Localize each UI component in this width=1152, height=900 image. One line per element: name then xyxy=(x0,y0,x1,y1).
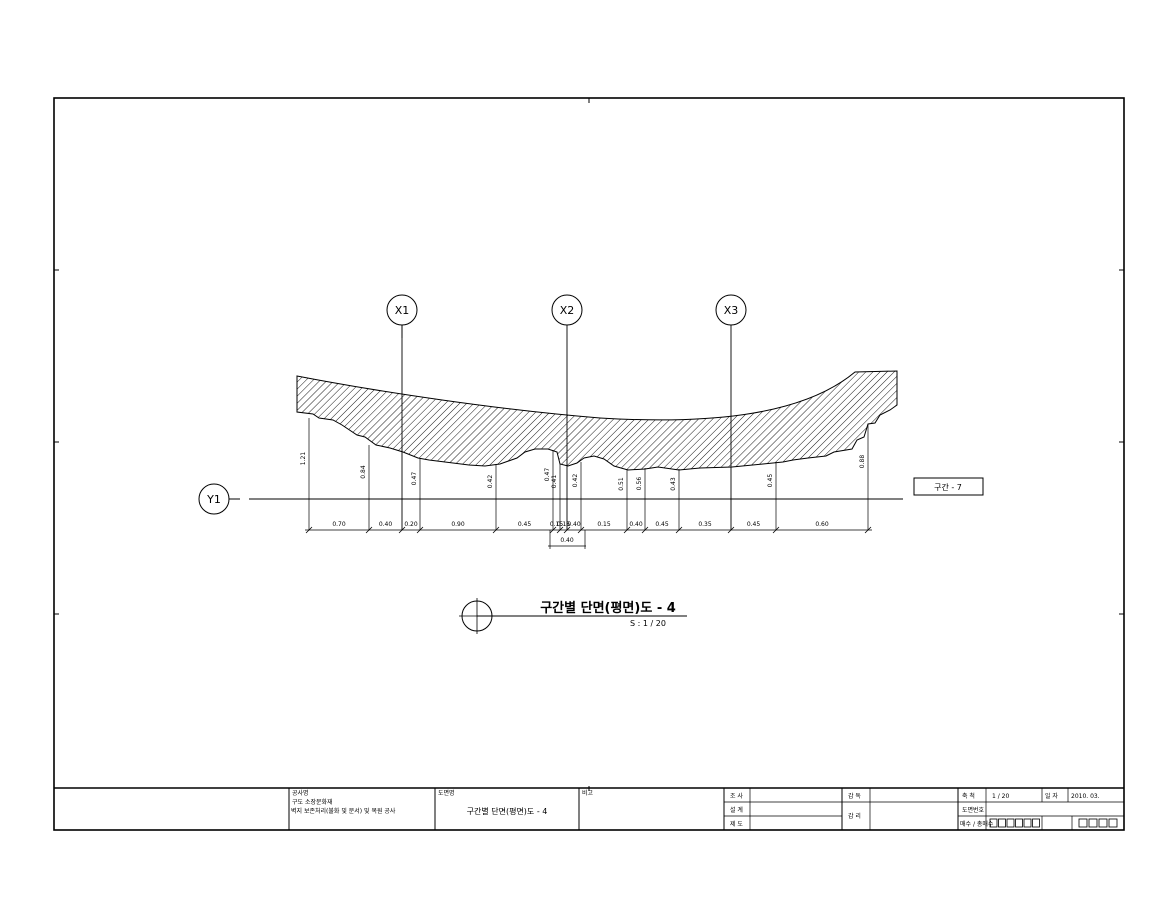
title-block-text: 공사명 구도 소장문화재 벽지 보존처리(불화 및 문서) 및 복원 공사 도면… xyxy=(291,789,1100,828)
width-label: 0.45 xyxy=(655,521,669,528)
project-name-1: 구도 소장문화재 xyxy=(292,798,333,806)
measure-lines xyxy=(308,418,869,530)
drawing-name: 구간별 단면(평면)도 - 4 xyxy=(467,806,548,816)
width-label: 0.20 xyxy=(404,521,418,528)
approval-sign: 감 리 xyxy=(848,812,861,820)
height-label: 0.42 xyxy=(487,475,494,489)
width-label: 0.15 xyxy=(597,521,611,528)
section-hatch xyxy=(296,370,898,471)
height-label: 0.51 xyxy=(618,477,625,491)
dimension-tick xyxy=(549,526,557,534)
date-caption: 일 자 xyxy=(1045,792,1058,800)
dimension-tick xyxy=(772,526,780,534)
svg-text:X2: X2 xyxy=(560,304,575,317)
drawing-title-block: 구간별 단면(평면)도 - 4 S : 1 / 20 xyxy=(459,598,687,634)
number-cell xyxy=(998,818,1006,828)
width-label: 0.35 xyxy=(698,521,712,528)
width-label: 0.15 xyxy=(550,521,564,528)
sheet-cell xyxy=(1108,818,1118,828)
dimension-tick xyxy=(727,526,735,534)
frame-ticks xyxy=(54,98,1124,791)
sheet-caption: 매수 / 총매수 xyxy=(960,820,994,828)
width-label: 0.40 xyxy=(379,521,393,528)
section-tag: 구간 - 7 xyxy=(913,477,984,496)
width-label: 0.70 xyxy=(332,521,346,528)
dimension-tick xyxy=(492,526,500,534)
dimension-tick xyxy=(305,526,313,534)
width-label: 0.60 xyxy=(815,521,829,528)
drawing-caption: 도면명 xyxy=(438,789,455,797)
number-cell xyxy=(1032,818,1040,828)
width-label: 0.40 xyxy=(567,521,581,528)
height-label: 0.56 xyxy=(636,477,643,491)
dimension-tick xyxy=(398,526,406,534)
number-cell xyxy=(1023,818,1032,828)
width-label: 0.45 xyxy=(747,521,761,528)
role-design: 설 계 xyxy=(730,806,743,814)
sub-dimension: 0.40 xyxy=(548,530,586,549)
width-label: 0.15 xyxy=(557,521,571,528)
role-survey: 조 사 xyxy=(730,792,743,800)
drawing-scale: S : 1 / 20 xyxy=(630,619,666,628)
remarks-caption: 비고 xyxy=(582,789,594,797)
svg-text:X1: X1 xyxy=(395,304,410,317)
axis-x3: X3 xyxy=(715,294,747,530)
axis-y1: Y1 xyxy=(198,483,903,515)
number-cell xyxy=(989,818,998,828)
height-label: 0.88 xyxy=(859,455,866,469)
approval-caption: 감 독 xyxy=(848,793,861,800)
number-cell xyxy=(1006,818,1015,828)
role-draft: 제 도 xyxy=(730,820,743,828)
dimension-tick xyxy=(563,526,571,534)
project-caption: 공사명 xyxy=(292,789,309,797)
sheet-cell xyxy=(1098,818,1108,828)
svg-text:구간 - 7: 구간 - 7 xyxy=(934,482,962,492)
height-label: 0.47 xyxy=(544,468,551,482)
drawing-title: 구간별 단면(평면)도 - 4 xyxy=(540,600,676,616)
svg-text:Y1: Y1 xyxy=(206,493,221,506)
axis-x2: X2 xyxy=(551,294,583,530)
height-label: 0.45 xyxy=(767,474,774,488)
width-label: 0.45 xyxy=(518,521,532,528)
height-label: 0.47 xyxy=(411,472,418,486)
number-cell xyxy=(1015,818,1023,828)
sheet-cell xyxy=(1088,818,1098,828)
height-label: 0.42 xyxy=(572,474,579,488)
dimension-tick xyxy=(416,526,424,534)
dimension-tick xyxy=(365,526,373,534)
height-label: 0.43 xyxy=(670,477,677,491)
sheet-frame xyxy=(53,97,1125,831)
dimension-tick xyxy=(641,526,649,534)
dimension-tick xyxy=(623,526,631,534)
width-label: 0.90 xyxy=(451,521,465,528)
svg-text:0.40: 0.40 xyxy=(560,537,574,544)
dimension-tick xyxy=(556,526,564,534)
width-label: 0.40 xyxy=(629,521,643,528)
dimension-tick xyxy=(864,526,872,534)
svg-text:X3: X3 xyxy=(724,304,739,317)
dimension-tick xyxy=(577,526,585,534)
axis-x1: X1 xyxy=(386,294,418,530)
project-name-2: 벽지 보존처리(불화 및 문서) 및 복원 공사 xyxy=(291,807,396,815)
height-label: 0.84 xyxy=(360,465,367,479)
sheet-cell xyxy=(1078,818,1088,828)
scale-value: 1 / 20 xyxy=(992,793,1009,800)
dimension-tick xyxy=(675,526,683,534)
date-value: 2010. 03. xyxy=(1071,793,1100,800)
title-block xyxy=(54,787,1124,830)
height-label: 0.41 xyxy=(551,475,558,489)
height-label: 1.21 xyxy=(300,452,307,466)
scale-caption: 축 척 xyxy=(962,792,975,800)
number-caption: 도면번호 xyxy=(962,806,985,814)
